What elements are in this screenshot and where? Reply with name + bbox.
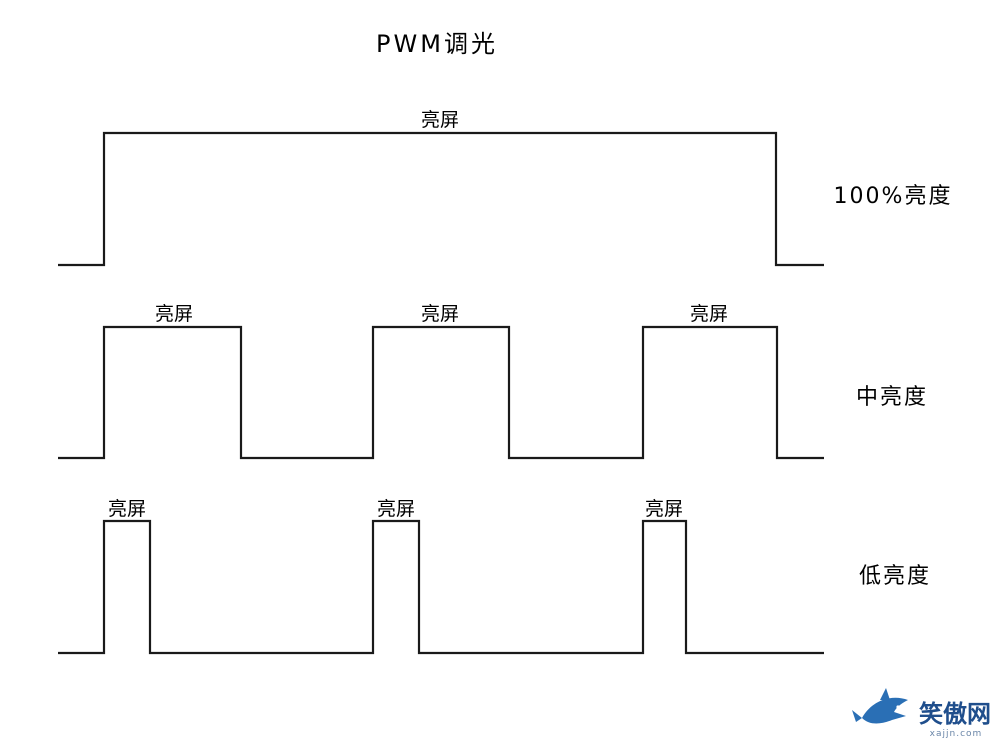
diagram-title: PWM调光 <box>376 30 498 58</box>
screen-on-label: 亮屏 <box>377 498 415 520</box>
screen-on-label: 亮屏 <box>690 303 728 325</box>
watermark-text: 笑傲网 <box>919 700 991 728</box>
row-label-medium: 中亮度 <box>856 385 928 410</box>
screen-on-label: 亮屏 <box>645 498 683 520</box>
waveform-row-medium: 亮屏 亮屏 亮屏 中亮度 <box>58 303 928 460</box>
waveform-row-low: 亮屏 亮屏 亮屏 低亮度 <box>58 498 931 655</box>
row-label-low: 低亮度 <box>859 564 931 589</box>
screen-on-label: 亮屏 <box>108 498 146 520</box>
waveform-low <box>58 519 824 655</box>
watermark-subtext: xajjn.com <box>930 729 983 739</box>
waveform-row-full: 亮屏 100%亮度 <box>58 109 953 267</box>
watermark: 笑傲网 xajjn.com <box>852 688 991 739</box>
row-label-full: 100%亮度 <box>834 184 953 209</box>
waveform-full <box>58 131 824 267</box>
screen-on-label: 亮屏 <box>421 303 459 325</box>
shark-logo-icon <box>852 688 908 724</box>
screen-on-label: 亮屏 <box>421 109 459 131</box>
screen-on-label: 亮屏 <box>155 303 193 325</box>
waveform-medium <box>58 325 824 460</box>
